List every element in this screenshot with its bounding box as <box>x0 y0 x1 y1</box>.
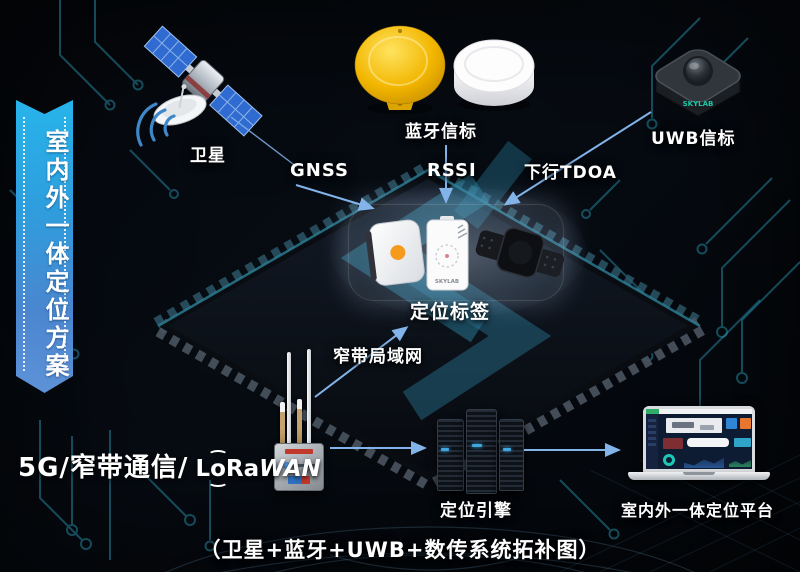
dashboard-tile-blue <box>726 418 737 429</box>
server-tower <box>466 409 497 494</box>
bluetooth-beacon-white-icon <box>453 39 535 111</box>
uwb-brand-text: SKYLAB <box>683 100 714 108</box>
uwb-beacon-label: UWB信标 <box>651 129 736 149</box>
bluetooth-beacon-label: 蓝牙信标 <box>405 122 477 142</box>
dashboard-topbar <box>646 409 752 414</box>
positioning-tag-devices: SKYLAB <box>365 216 564 291</box>
chip-edge-highlight <box>157 168 701 328</box>
satellite-label: 卫星 <box>190 146 226 166</box>
downlink-tdoa-label: 下行TDOA <box>524 163 617 183</box>
square-tag-icon <box>365 219 425 286</box>
lorawan-o: o <box>208 450 228 487</box>
rssi-label: RSSI <box>427 160 477 181</box>
bluetooth-beacon-yellow-icon <box>354 25 446 114</box>
server-tower <box>499 419 524 491</box>
dashboard-red-panel <box>663 438 683 449</box>
dashboard-map-shape <box>672 422 694 428</box>
ribbon-dotted-border <box>23 117 66 371</box>
watch-icon <box>475 227 564 278</box>
gateway-logo <box>283 462 317 469</box>
gateway-antenna <box>280 402 285 446</box>
comm-label: 5G/窄带通信/ LoRaWAN <box>18 447 321 487</box>
gnss-label: GNSS <box>290 160 349 181</box>
comm-prefix-text: 5G/窄带通信/ <box>18 453 189 483</box>
gateway-antenna <box>307 349 311 445</box>
card-tag-icon: SKYLAB <box>426 216 469 291</box>
gateway-antenna <box>287 352 291 445</box>
lorawan-logo: LoRaWAN <box>195 450 321 487</box>
uwb-beacon-icon: SKYLAB <box>655 49 741 117</box>
dashboard-green-chart <box>729 460 751 467</box>
dashboard-donut-chart <box>663 454 675 466</box>
dashboard-teal-tile <box>734 438 751 447</box>
positioning-tag-label: 定位标签 <box>410 301 491 323</box>
platform-label: 室内外一体定位平台 <box>621 501 775 520</box>
solution-ribbon: 室内外一体定位方案 <box>16 100 73 393</box>
dashboard-topbar-accent <box>646 409 659 414</box>
satellite-signal-arcs <box>136 102 176 147</box>
laptop-screen <box>643 406 755 473</box>
dashboard-wave-chart <box>684 457 724 468</box>
gateway-label-strip <box>285 449 313 454</box>
card-brand-text: SKYLAB <box>435 279 459 285</box>
dashboard-sidebar-items <box>648 419 656 449</box>
gateway-box <box>274 443 324 491</box>
globe-wireframe <box>165 526 695 572</box>
gateway-sticker <box>288 476 310 484</box>
lorawan-wan: WAN <box>259 456 321 482</box>
lorawan-l: L <box>195 456 211 482</box>
caption: （卫星+蓝牙+UWB+数传系统拓补图） <box>199 538 601 562</box>
laptop-icon <box>628 406 770 486</box>
lorawan-ra: Ra <box>225 456 260 482</box>
ribbon-title: 室内外一体定位方案 <box>41 129 69 381</box>
dashboard-map-shape <box>700 425 714 430</box>
narrowband-lan-label: 窄带局域网 <box>333 347 423 367</box>
chip-face <box>168 179 688 472</box>
dashboard-tile-orange <box>740 418 751 429</box>
server-tower <box>437 419 464 491</box>
gateway-antenna <box>297 399 302 446</box>
positioning-engine-label: 定位引擎 <box>440 501 512 521</box>
satellite-icon <box>136 25 263 147</box>
dashboard-search-strip <box>687 438 729 447</box>
laptop-base <box>628 472 770 480</box>
